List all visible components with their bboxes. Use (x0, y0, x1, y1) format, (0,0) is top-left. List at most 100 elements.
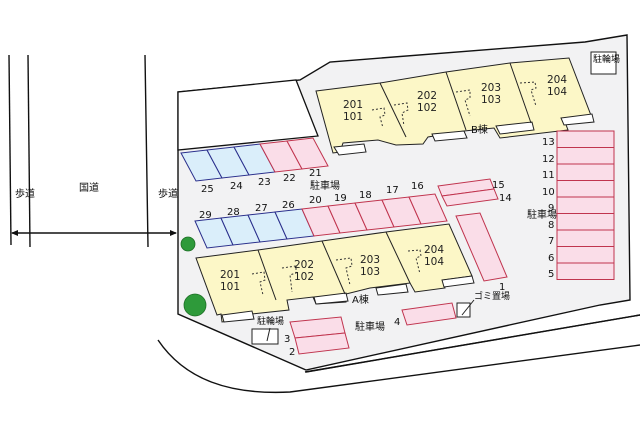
balcony (221, 310, 255, 323)
unit-a-103: 103 (360, 266, 380, 278)
parking-space-10[interactable] (556, 180, 615, 198)
space-label-7: 7 (548, 236, 554, 247)
stair-icon (455, 89, 471, 117)
bicycle-parking-bottom-label: 駐輪場 (257, 315, 284, 327)
balcony (313, 292, 349, 305)
unit-a-201: 201 (220, 269, 240, 281)
unit-b-101: 101 (343, 111, 363, 123)
sidewalk-right-inner-line (144, 54, 149, 248)
unit-b-103: 103 (481, 94, 501, 106)
sidewalk-left-label: 歩道 (15, 187, 35, 200)
parking-space-21[interactable] (286, 137, 329, 170)
parking-column-right: 13 12 11 10 9 8 7 6 5 (542, 130, 615, 280)
parking-row-top: 25 24 23 22 21 (180, 137, 329, 195)
garbage-area-label: ゴミ置場 (474, 290, 510, 302)
parking-row-middle: 29 28 27 26 20 19 18 17 16 (194, 181, 448, 249)
unit-b-201: 201 (343, 99, 363, 111)
unit-b-203: 203 (481, 82, 501, 94)
parking-space-11[interactable] (556, 163, 615, 181)
space-label-26: 26 (282, 200, 295, 211)
sidewalk-right-label: 歩道 (158, 187, 178, 200)
building-b-label: B棟 (471, 123, 488, 136)
stair-icon (407, 249, 422, 275)
space-label-20: 20 (309, 195, 322, 206)
unit-a-203: 203 (360, 254, 380, 266)
space-label-2: 2 (289, 347, 295, 358)
space-label-21: 21 (309, 168, 322, 179)
space-label-8: 8 (548, 220, 554, 231)
balcony (495, 121, 535, 135)
parking-space-4[interactable] (401, 302, 457, 326)
building-a-label: A棟 (352, 293, 369, 306)
space-label-16: 16 (411, 181, 424, 192)
space-label-4: 4 (394, 317, 400, 328)
space-label-3: 3 (284, 334, 290, 345)
unit-a-101: 101 (220, 281, 240, 293)
unit-divider (385, 231, 411, 284)
unit-b-204: 204 (547, 74, 567, 86)
bicycle-parking-bottom (251, 328, 279, 345)
parking-space-16[interactable] (408, 193, 448, 225)
parking-space-13[interactable] (556, 130, 615, 148)
balcony (560, 113, 595, 126)
tree-icon (180, 236, 196, 252)
unit-a-102: 102 (294, 271, 314, 283)
space-label-25: 25 (201, 184, 214, 195)
space-label-5: 5 (548, 269, 554, 280)
parking-space-5[interactable] (556, 262, 615, 280)
space-label-29: 29 (199, 210, 212, 221)
space-label-13: 13 (542, 137, 555, 148)
balcony (333, 143, 367, 156)
bicycle-parking-top (590, 51, 617, 75)
unit-divider (509, 62, 532, 124)
parking-space-1[interactable] (455, 212, 508, 282)
space-label-1: 1 (499, 282, 505, 293)
space-label-18: 18 (359, 190, 372, 201)
stair-icon (281, 265, 297, 293)
national-road-label: 国道 (79, 181, 99, 194)
space-label-23: 23 (258, 177, 271, 188)
arrow-head-right-icon (170, 230, 177, 236)
parking-space-6[interactable] (556, 246, 615, 264)
leader-line (266, 327, 271, 342)
space-label-19: 19 (334, 193, 347, 204)
space-label-28: 28 (227, 207, 240, 218)
building-b: 201 101 202 102 203 103 204 104 B棟 (315, 57, 595, 156)
stair-icon (519, 81, 537, 107)
neighbor-plot (177, 79, 319, 151)
road-area: 国道 歩道 歩道 (8, 54, 178, 248)
unit-divider (445, 71, 467, 131)
sidewalk-left-inner-line (27, 54, 31, 248)
parking-right-label: 駐車場 (527, 208, 557, 221)
parking-space-12[interactable] (556, 147, 615, 165)
unit-divider (321, 240, 346, 295)
parking-space-2[interactable] (294, 332, 350, 355)
space-label-17: 17 (386, 185, 399, 196)
stair-icon (371, 107, 386, 129)
space-label-9: 9 (548, 203, 554, 214)
balcony (441, 275, 475, 288)
garbage-area (456, 302, 471, 318)
unit-divider (379, 82, 407, 138)
road-edge (305, 314, 640, 373)
parking-space-8[interactable] (556, 213, 615, 231)
building-a: 201 101 202 102 203 103 204 104 A棟 (195, 223, 475, 323)
parking-space-14[interactable] (441, 188, 499, 207)
unit-divider (257, 249, 277, 301)
unit-b-104: 104 (547, 86, 567, 98)
unit-a-104: 104 (424, 256, 444, 268)
space-label-12: 12 (542, 154, 555, 165)
space-label-11: 11 (542, 170, 555, 181)
parking-space-9[interactable] (556, 196, 615, 214)
space-label-24: 24 (230, 181, 243, 192)
balcony (431, 130, 468, 142)
bicycle-parking-top-label: 駐輪場 (593, 53, 620, 65)
sidewalk-left-outer-line (8, 54, 12, 246)
unit-b-102: 102 (417, 102, 437, 114)
parking-space-7[interactable] (556, 229, 615, 247)
arrow-head-left-icon (11, 230, 18, 236)
unit-b-202: 202 (417, 90, 437, 102)
parking-bottom-label: 駐車場 (355, 320, 385, 333)
space-label-15: 15 (492, 180, 505, 191)
